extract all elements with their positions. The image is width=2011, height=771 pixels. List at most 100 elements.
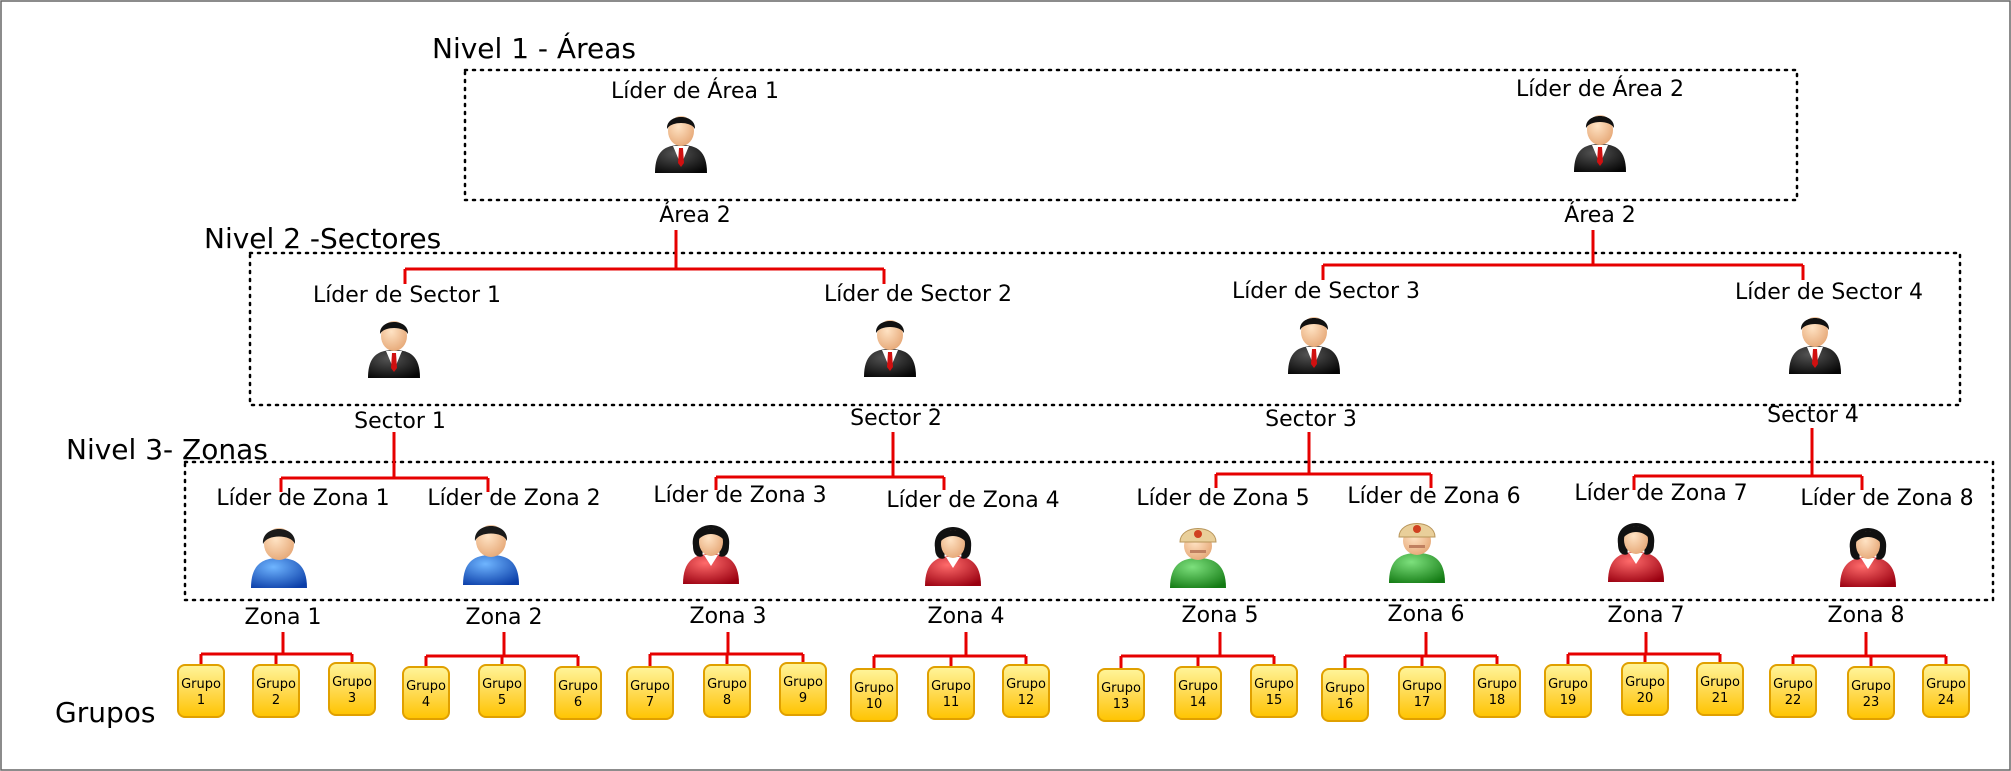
sector-leader-label-4: Líder de Sector 4 — [1735, 280, 1923, 305]
group-word-label: Grupo — [630, 679, 670, 694]
group-number-label: 11 — [943, 695, 960, 710]
level-2-frame — [248, 251, 1962, 407]
group-number-label: 7 — [646, 695, 654, 710]
connector-zone4-groups — [872, 632, 1028, 671]
group-number-label: 17 — [1414, 695, 1431, 710]
group-box-shape — [1696, 662, 1744, 716]
groups-title: Grupos — [55, 696, 155, 729]
group-box-shape — [554, 666, 602, 720]
group-number-label: 10 — [866, 697, 883, 712]
group-word-label: Grupo — [256, 677, 296, 692]
group-number-label: 18 — [1489, 693, 1506, 708]
group-number-label: 4 — [422, 695, 430, 710]
group-word-label: Grupo — [1325, 681, 1365, 696]
zone-node-5: Líder de Zona 5 Zona 5 — [1136, 486, 1309, 628]
group-box-shape — [1473, 664, 1521, 718]
connector-zone1-groups — [199, 632, 354, 667]
zone-node-7: Líder de Zona 7 Zona 7 — [1574, 481, 1747, 628]
group-word-label: Grupo — [783, 675, 823, 690]
group-number-label: 15 — [1266, 693, 1283, 708]
area-name-label-2: Área 2 — [1564, 202, 1636, 228]
group-word-label: Grupo — [1402, 679, 1442, 694]
sector-leader-label-2: Líder de Sector 2 — [824, 282, 1012, 307]
area-leader-label-2: Líder de Área 2 — [1516, 76, 1684, 102]
group-word-label: Grupo — [1851, 679, 1891, 694]
groups-layer: Grupo1Grupo2Grupo3Grupo4Grupo5Grupo6Grup… — [177, 632, 1970, 722]
group-word-label: Grupo — [482, 677, 522, 692]
group-box-shape — [1174, 666, 1222, 720]
group-box-shape — [1097, 668, 1145, 722]
businessman-icon — [864, 320, 916, 377]
group-box-shape — [177, 664, 225, 718]
connector-area2-sectors — [1321, 230, 1805, 280]
group-word-label: Grupo — [1178, 679, 1218, 694]
group-word-label: Grupo — [181, 677, 221, 692]
group-word-label: Grupo — [558, 679, 598, 694]
group-box-shape — [1922, 664, 1970, 718]
group-word-label: Grupo — [332, 675, 372, 690]
sector-name-label-2: Sector 2 — [850, 406, 942, 431]
group-box-shape — [252, 664, 300, 718]
worker-green-icon — [1388, 523, 1446, 584]
group-number-label: 22 — [1785, 693, 1802, 708]
sector-leader-label-3: Líder de Sector 3 — [1232, 279, 1420, 304]
group-word-label: Grupo — [1101, 681, 1141, 696]
group-number-label: 9 — [799, 691, 807, 706]
businessman-icon — [1574, 115, 1626, 172]
worker-green-icon — [1169, 528, 1227, 589]
zone-leader-label-4: Líder de Zona 4 — [886, 488, 1059, 513]
group-word-label: Grupo — [406, 679, 446, 694]
zone-node-2: Líder de Zona 2 Zona 2 — [427, 486, 600, 630]
group-box-shape — [779, 662, 827, 716]
zone-name-label-1: Zona 1 — [245, 605, 322, 630]
group-number-label: 20 — [1637, 691, 1654, 706]
sector-name-label-4: Sector 4 — [1767, 403, 1859, 428]
area-name-label-1: Área 2 — [659, 202, 731, 228]
businessman-icon — [368, 321, 420, 378]
connector-zone3-groups — [648, 632, 805, 669]
sector-leader-label-1: Líder de Sector 1 — [313, 283, 501, 308]
group-box-shape — [402, 666, 450, 720]
group-box-shape — [1250, 664, 1298, 718]
zone-leader-label-5: Líder de Zona 5 — [1136, 486, 1309, 511]
zone-leader-label-6: Líder de Zona 6 — [1347, 484, 1520, 509]
businessman-icon — [1789, 317, 1841, 374]
sector-node-3: Líder de Sector 3 Sector 3 — [1232, 279, 1420, 432]
connector-zone6-groups — [1343, 632, 1499, 671]
connector-sector3-zones — [1214, 432, 1433, 488]
sector-node-1: Líder de Sector 1 Sector 1 — [313, 283, 501, 434]
zone-name-label-5: Zona 5 — [1182, 603, 1259, 628]
group-number-label: 19 — [1560, 693, 1577, 708]
man-blue-icon — [251, 528, 307, 588]
zone-name-label-8: Zona 8 — [1828, 603, 1905, 628]
group-number-label: 5 — [498, 693, 506, 708]
level-2-title: Nivel 2 -Sectores — [204, 222, 441, 255]
group-word-label: Grupo — [1477, 677, 1517, 692]
group-number-label: 23 — [1863, 695, 1880, 710]
group-number-label: 6 — [574, 695, 582, 710]
group-box-shape — [1398, 666, 1446, 720]
group-box-shape — [478, 664, 526, 718]
group-number-label: 14 — [1190, 695, 1207, 710]
group-box-shape — [927, 666, 975, 720]
connector-zone7-groups — [1566, 632, 1722, 667]
group-box-shape — [850, 668, 898, 722]
sector-name-label-3: Sector 3 — [1265, 407, 1357, 432]
zone-leader-label-3: Líder de Zona 3 — [653, 483, 826, 508]
level-3-frame — [183, 460, 1995, 602]
group-number-label: 3 — [348, 691, 356, 706]
connector-sector1-zones — [279, 432, 490, 492]
group-box-shape — [1321, 668, 1369, 722]
group-word-label: Grupo — [931, 679, 971, 694]
group-number-label: 12 — [1018, 693, 1035, 708]
